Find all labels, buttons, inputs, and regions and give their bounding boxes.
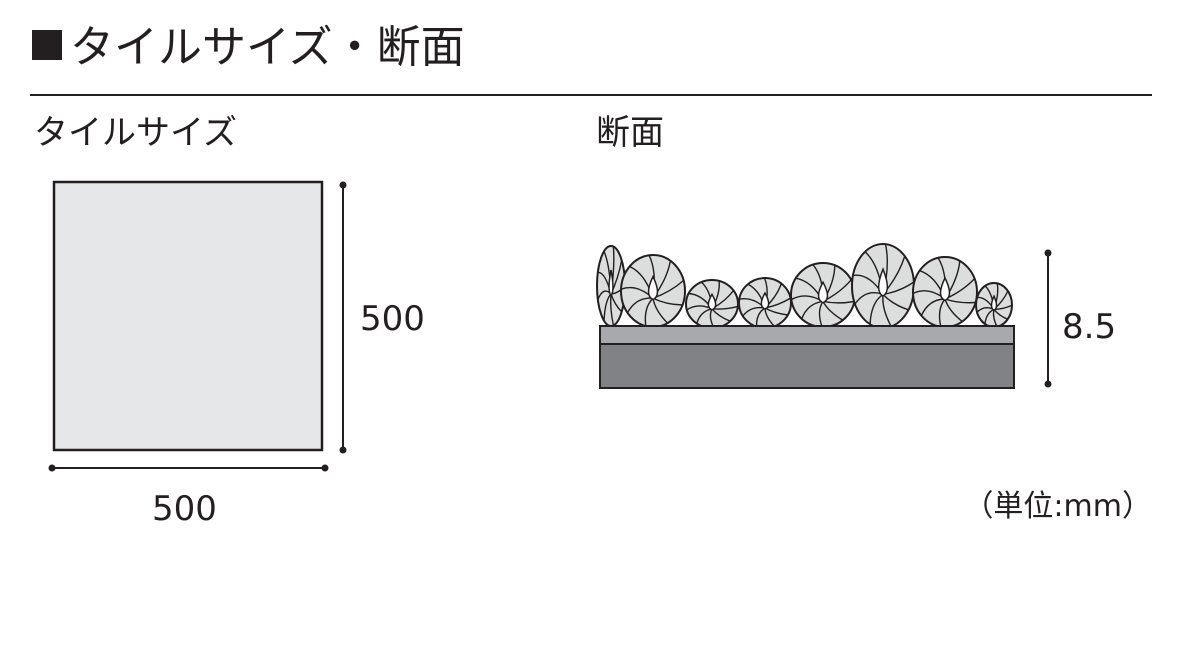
thickness-dimension-line bbox=[1044, 249, 1052, 388]
pile-tuft bbox=[685, 279, 739, 329]
unit-note: （単位:mm） bbox=[963, 489, 1152, 524]
tile-face bbox=[52, 180, 324, 452]
pile-tuft bbox=[620, 254, 686, 328]
pile-tuft bbox=[975, 282, 1013, 328]
pile-tuft bbox=[738, 277, 792, 329]
thickness-label: 8.5 bbox=[1062, 307, 1117, 347]
base-layer-dark bbox=[599, 343, 1015, 389]
tile-width-label: 500 bbox=[152, 489, 217, 529]
cross-section-drawing bbox=[596, 243, 1015, 389]
pile-fibers bbox=[596, 243, 1013, 329]
cross-section-heading: 断面 bbox=[596, 113, 664, 153]
base-layer-light bbox=[599, 325, 1015, 345]
page-title: タイルサイズ・断面 bbox=[32, 26, 465, 70]
width-dimension-line bbox=[48, 464, 329, 472]
pile-tuft bbox=[790, 262, 856, 328]
height-dimension-line bbox=[339, 181, 347, 454]
page-title-text: タイルサイズ・断面 bbox=[70, 22, 465, 73]
tile-size-heading: タイルサイズ bbox=[34, 113, 237, 153]
pile-tuft bbox=[851, 243, 915, 329]
title-divider bbox=[30, 94, 1152, 96]
pile-tuft bbox=[912, 256, 978, 328]
square-bullet-icon bbox=[32, 30, 62, 60]
tile-height-label: 500 bbox=[360, 299, 425, 339]
